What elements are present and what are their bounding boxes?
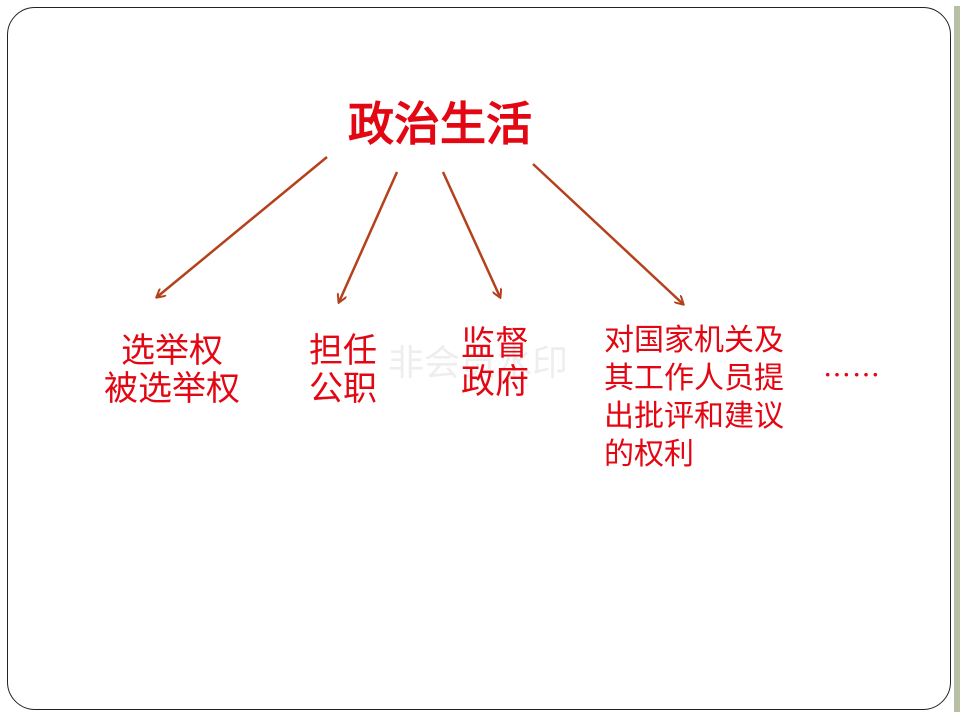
watermark: 非会员水印 [388, 343, 569, 384]
branch-voting-rights: 选举权 被选举权 [92, 332, 252, 408]
branch-line: 其工作人员提 [604, 361, 784, 396]
slide-edge-shadow [954, 6, 960, 712]
branch-public-office: 担任 公职 [309, 332, 389, 408]
diagram-center-title: 政治生活 [348, 97, 532, 151]
branch-line: 公职 [309, 369, 377, 409]
branch-line: 监督 [461, 324, 529, 364]
arrow-to-supervise [441, 171, 500, 297]
branch-line: 对国家机关及 [604, 323, 784, 358]
arrow-to-office [339, 171, 399, 302]
branch-line: 被选举权 [104, 369, 240, 409]
slide-frame [7, 7, 951, 710]
branch-line: 选举权 [121, 331, 223, 371]
branch-supervise-government: 监督 政府 [461, 325, 541, 401]
branch-line: 担任 [309, 331, 377, 371]
branch-criticism-suggestion: 对国家机关及 其工作人员提 出批评和建议 的权利 [604, 322, 784, 474]
branch-line: 出批评和建议 [604, 399, 784, 434]
arrow-to-criticize [532, 163, 683, 304]
ellipsis-more: …… [823, 350, 881, 383]
arrow-to-vote [157, 156, 328, 297]
branch-line: 政府 [461, 362, 529, 402]
branch-line: 的权利 [604, 437, 694, 472]
